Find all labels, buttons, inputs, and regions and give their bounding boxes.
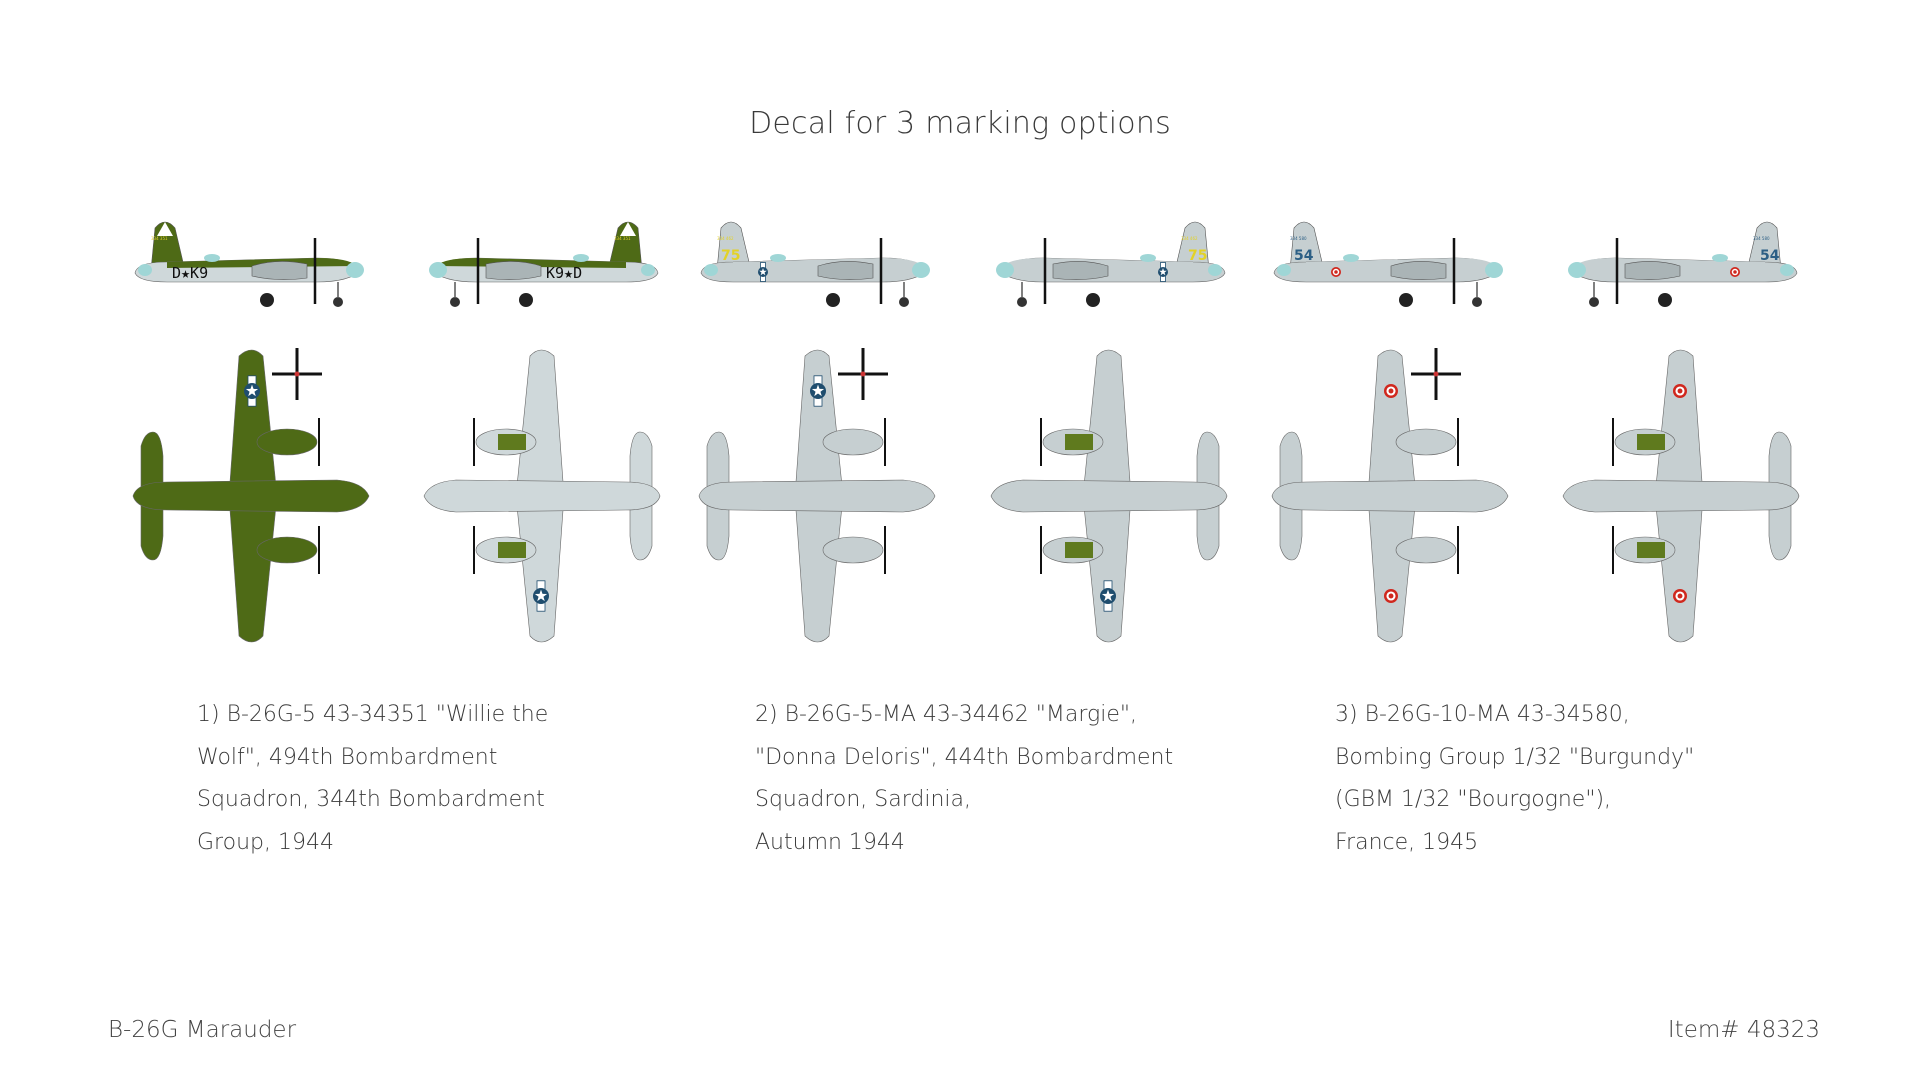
caption-line: 3) B-26G-10-MA 43-34580, [1335,702,1630,727]
page-title: Decal for 3 marking options [749,106,1171,141]
option-1-caption: 1) B-26G-5 43-34351 "Willie the Wolf", 4… [197,694,548,864]
tail-code: 75 [1188,248,1207,264]
side-code: K9★D [546,264,582,282]
french-roundel-icon [1384,589,1398,603]
us-star-insignia-icon [1100,580,1116,612]
us-star-insignia-icon [1158,262,1168,282]
us-star-insignia-icon [810,375,826,407]
us-star-insignia-icon [758,262,768,282]
propeller-detail-icon [1411,348,1461,400]
propeller-detail-icon [838,348,888,400]
caption-line: 1) B-26G-5 43-34351 "Willie the [197,702,549,727]
propeller-detail-icon [272,348,322,400]
caption-line: 2) B-26G-5-MA 43-34462 "Margie", [755,702,1137,727]
item-number: Item# 48323 [1667,1017,1820,1043]
model-name: B-26G Marauder [108,1017,297,1043]
tail-serial: 334 580 [1753,236,1770,241]
profile-left-side: 334 462 75 [693,218,943,318]
tail-serial: 334 462 [717,236,734,241]
tail-code: 54 [1760,248,1780,264]
caption-line: Group, 1944 [197,829,334,855]
option-2-caption: 2) B-26G-5-MA 43-34462 "Margie", "Donna … [755,694,1173,864]
caption-line: France, 1945 [1335,829,1479,855]
underside-view [416,346,666,646]
french-roundel-icon [1331,267,1341,277]
french-roundel-icon [1673,589,1687,603]
tail-serial: 334 462 [1181,236,1198,241]
top-view [1266,346,1516,646]
underside-view [983,346,1233,646]
caption-line: Wolf", 494th Bombardment [197,744,498,770]
profile-right-side: 334 462 75 [983,218,1233,318]
tail-serial: 334 351 [151,236,168,241]
underside-view [1555,346,1805,646]
top-view [693,346,943,646]
tail-code: 75 [721,248,740,264]
caption-line: Bombing Group 1/32 "Burgundy" [1335,744,1695,770]
us-star-insignia-icon [244,375,260,407]
tail-serial: 334 580 [1290,236,1307,241]
profile-left-side: 334 580 54 [1266,218,1516,318]
tail-code: 54 [1294,248,1314,264]
caption-line: Autumn 1944 [755,829,905,855]
french-roundel-icon [1730,267,1740,277]
caption-line: (GBM 1/32 "Bourgogne"), [1335,787,1612,812]
side-code: D★K9 [172,264,208,282]
option-3-caption: 3) B-26G-10-MA 43-34580, Bombing Group 1… [1335,694,1694,864]
caption-line: "Donna Deloris", 444th Bombardment [755,744,1174,770]
french-roundel-icon [1673,384,1687,398]
caption-line: Squadron, Sardinia, [755,787,971,812]
us-star-insignia-icon [533,580,549,612]
french-roundel-icon [1384,384,1398,398]
profile-right-side: 334 580 54 [1555,218,1805,318]
caption-line: Squadron, 344th Bombardment [197,787,545,812]
top-view [127,346,377,646]
profile-right-side: K9★D 334 351 [416,218,666,318]
profile-left-side: D★K9 334 351 [127,218,377,318]
tail-serial: 334 351 [614,236,631,241]
